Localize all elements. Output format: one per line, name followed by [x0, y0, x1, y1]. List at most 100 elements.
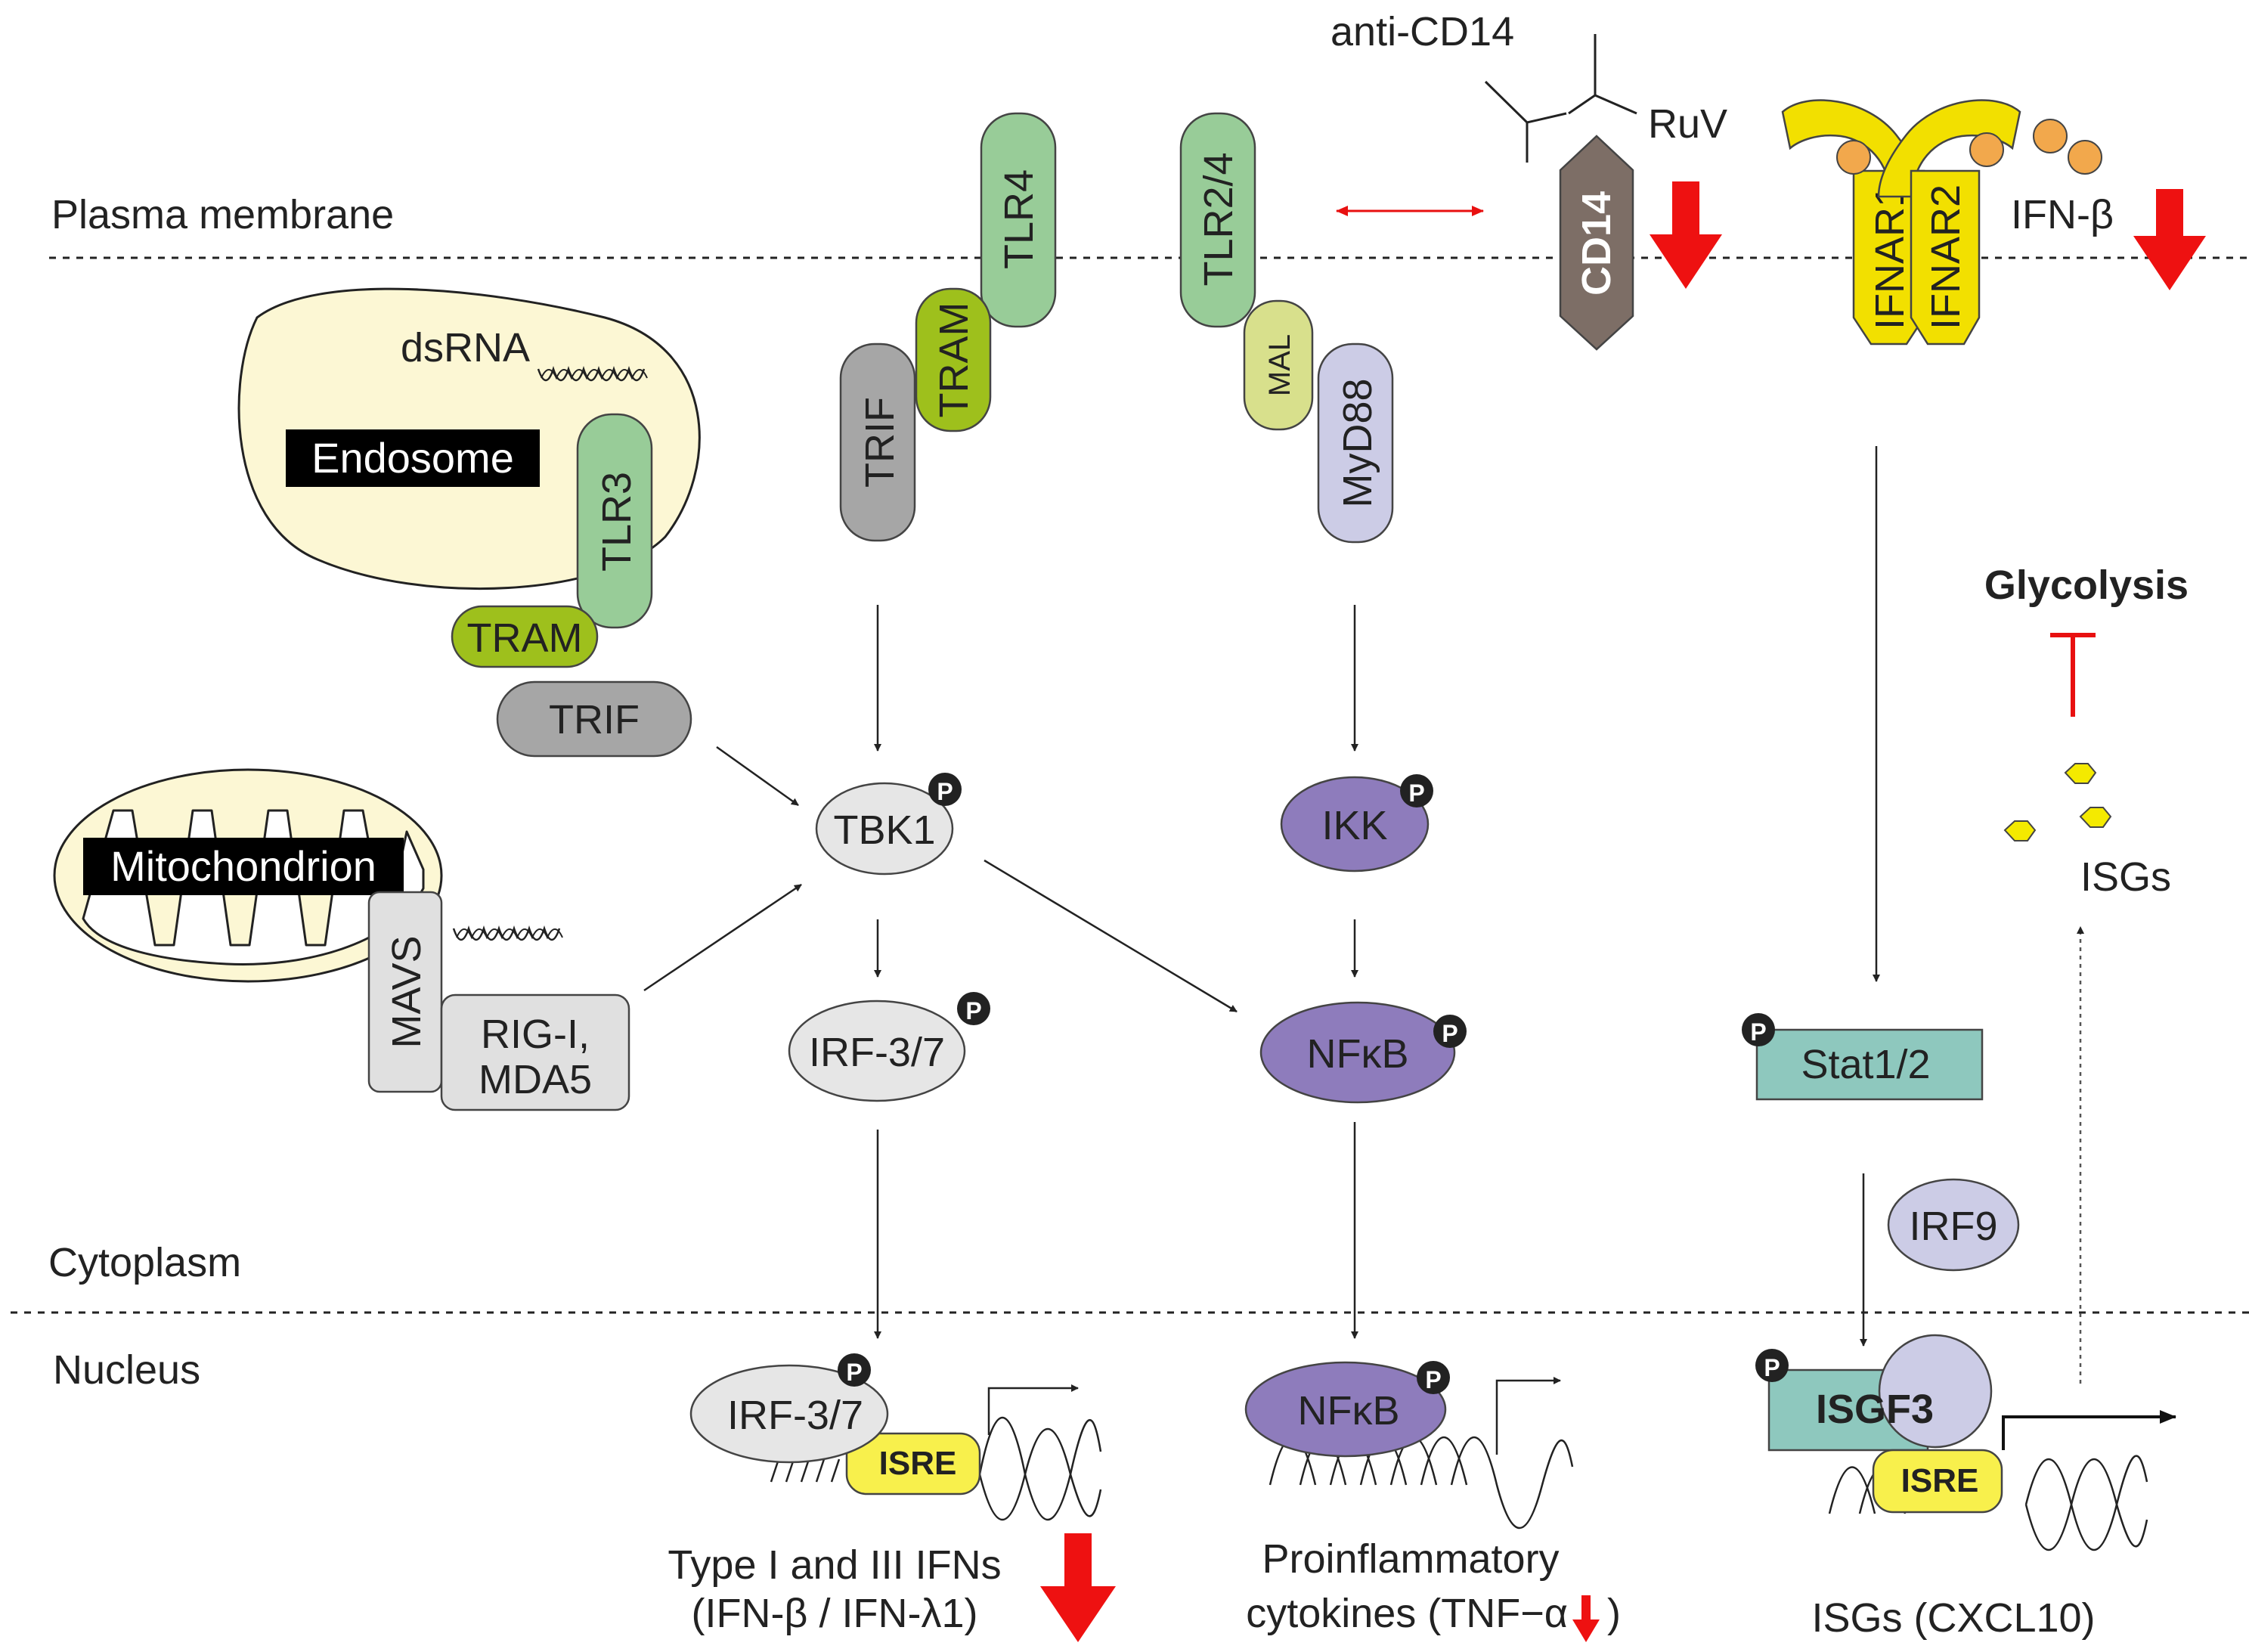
mitochondrion-label-box	[83, 838, 404, 895]
ifn-ligand	[1836, 140, 1871, 175]
output-cytokines-line1: Proinflammatory	[1262, 1536, 1559, 1582]
tbk1-label: TBK1	[833, 807, 935, 853]
stat12-factor	[1755, 1028, 1984, 1101]
cd14-down-arrow	[1650, 181, 1722, 289]
nucleus-label: Nucleus	[53, 1347, 200, 1393]
isre-right-element	[1872, 1449, 2003, 1514]
mitochondrion-cristae	[82, 809, 425, 966]
output-isgs: ISGs (CXCL10)	[1811, 1595, 2095, 1641]
phospho-label: P	[1442, 1020, 1458, 1047]
isg-hexagon	[2079, 807, 2112, 828]
dna-right-strand	[2024, 1458, 2148, 1551]
mal-label: MAL	[1263, 334, 1296, 396]
isgf3-irf9-subunit	[1878, 1334, 1993, 1449]
phospho-badge-stat	[1742, 1013, 1775, 1046]
arrow-endo-trif-to-tbk1	[716, 745, 799, 807]
nfkb-nuclear-label: NFκB	[1298, 1388, 1400, 1433]
trif-membrane	[839, 342, 916, 542]
stat12-label: Stat1/2	[1801, 1042, 1930, 1087]
anti-cd14-antibody-left	[1484, 80, 1567, 163]
ifn-ligand	[2033, 119, 2068, 153]
mavs-label: MAVS	[384, 935, 429, 1048]
ifn-ligand	[2068, 140, 2102, 175]
mda5-label: MDA5	[479, 1057, 592, 1102]
endosome-label: Endosome	[311, 434, 514, 482]
arrow-tbk1-to-nfkb	[984, 859, 1238, 1013]
mavs-protein	[367, 891, 443, 1093]
ifn-beta-label: IFN-β	[2011, 192, 2114, 237]
myd88-label: MyD88	[1335, 378, 1380, 507]
rig-i-label: RIG-I,	[481, 1012, 590, 1057]
plasma-membrane-label: Plasma membrane	[51, 192, 394, 237]
ikk-label: IKK	[1321, 803, 1387, 848]
anti-cd14-label: anti-CD14	[1331, 9, 1514, 54]
myd88-adaptor	[1317, 342, 1394, 544]
irf37-label: IRF-3/7	[809, 1030, 945, 1075]
output-cytokines-line2a: cytokines (TNF−α	[1246, 1591, 1568, 1636]
phospho-label: P	[1764, 1354, 1780, 1381]
tlr24-label: TLR2/4	[1196, 152, 1241, 286]
dna-left	[770, 1417, 1102, 1521]
glycolysis-label: Glycolysis	[1984, 563, 2189, 608]
phospho-label: P	[965, 997, 981, 1024]
phospho-label: P	[1750, 1018, 1766, 1046]
cytoplasm-label: Cytoplasm	[48, 1240, 241, 1285]
phospho-badge-isgf3	[1755, 1349, 1789, 1382]
tlr3-receptor	[576, 413, 653, 629]
irf37-nuclear-label: IRF-3/7	[727, 1393, 863, 1438]
transcription-start-middle	[1495, 1377, 1561, 1455]
mal-adaptor	[1243, 299, 1314, 431]
phospho-badge-nfkb-nuc	[1417, 1361, 1450, 1394]
trif-endosome	[496, 680, 692, 758]
dsrna-endosome-label: dsRNA	[401, 325, 530, 370]
arrow-rig-to-tbk1	[643, 883, 802, 992]
irf37-factor	[788, 1000, 966, 1102]
anti-cd14-antibody-right	[1568, 34, 1637, 115]
ikk-kinase	[1280, 776, 1430, 872]
output-ifn-line1: Type I and III IFNs	[668, 1542, 1001, 1588]
rig-i-mda5-protein	[440, 993, 630, 1111]
isgs-small-label: ISGs	[2080, 854, 2171, 900]
phospho-badge-irf37	[957, 992, 990, 1025]
phospho-badge-irf37-nuc	[838, 1353, 871, 1387]
irf9-label: IRF9	[1909, 1204, 1997, 1249]
mitochondrion-label: Mitochondrion	[110, 842, 376, 890]
ifnar1-label: IFNAR1	[1867, 184, 1913, 330]
ifn-output-down-arrow	[1040, 1533, 1116, 1642]
tlr4-label: TLR4	[996, 169, 1042, 269]
endosome-label-box	[286, 429, 540, 487]
isre-right-label: ISRE	[1901, 1462, 1979, 1499]
transcription-start-right	[2002, 1410, 2176, 1450]
isre-left-label: ISRE	[879, 1445, 957, 1482]
phospho-label: P	[1425, 1366, 1441, 1393]
phospho-badge-tbk1	[928, 773, 962, 806]
isg-hexagon	[2003, 820, 2037, 841]
tram-membrane-label: TRAM	[931, 302, 977, 418]
nfkb-label: NFκB	[1307, 1031, 1409, 1077]
ifnar2-label: IFNAR2	[1923, 184, 1969, 330]
ruv-label: RuV	[1648, 101, 1727, 147]
dsrna-endosome-helix-strand	[541, 369, 648, 380]
isg-hexagon	[2064, 763, 2097, 784]
irf37-nuclear	[689, 1364, 889, 1464]
phospho-badge-nfkb	[1433, 1015, 1467, 1048]
cytokine-down-arrow	[1572, 1595, 1600, 1642]
cd14-label: CD14	[1574, 191, 1619, 296]
nfkb-factor	[1259, 1001, 1456, 1104]
phospho-label: P	[937, 778, 953, 805]
ifn-beta-down-arrow	[2133, 189, 2206, 290]
tlr24-receptor	[1179, 112, 1256, 328]
trif-endosome-label: TRIF	[549, 697, 640, 742]
phospho-label: P	[846, 1359, 862, 1386]
ifnar2-body	[1910, 169, 1981, 346]
dna-left-strand	[978, 1427, 1102, 1521]
tram-membrane	[915, 287, 992, 432]
isgf3-label: ISGF3	[1816, 1387, 1934, 1432]
ifn-ligand	[1969, 132, 2004, 167]
tlr3-label: TLR3	[594, 472, 640, 572]
dsrna-cytosol-helix-strand	[456, 928, 563, 940]
phospho-label: P	[1408, 780, 1424, 807]
phospho-badge-ikk	[1400, 774, 1433, 807]
